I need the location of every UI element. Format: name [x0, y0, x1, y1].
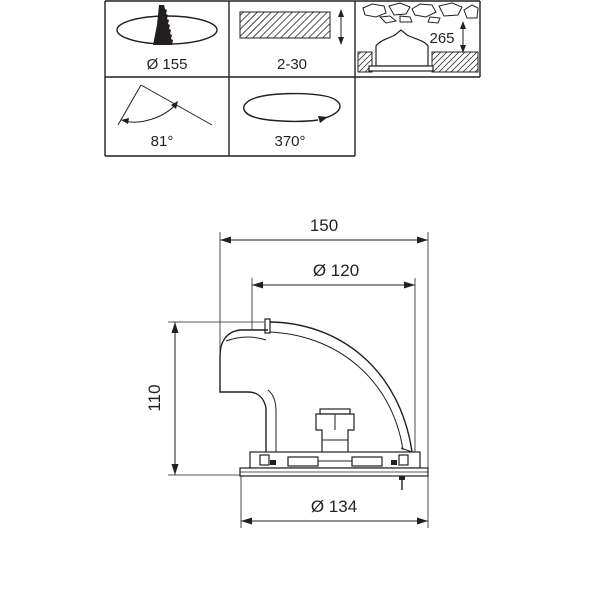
thickness-arrow-head-bottom: [338, 37, 344, 45]
tilt-arrow-head-right: [171, 101, 178, 109]
depth-arrow-head-top: [460, 21, 466, 29]
tilt-arrow-head-left: [121, 118, 129, 124]
hatch-line: [450, 51, 472, 73]
hatch-line: [357, 51, 368, 62]
housing-base: [249, 451, 421, 469]
recess-depth-cell: 265: [357, 2, 479, 73]
extension-lines: [168, 232, 429, 528]
flange: [239, 467, 429, 477]
tilt-angle-cell: 81°: [117, 84, 213, 150]
hatch-line: [329, 37, 331, 39]
hatch-line: [308, 16, 331, 39]
hatch-line: [431, 51, 436, 56]
ceiling-thickness-cell: 2-30: [239, 9, 344, 73]
hatch-line: [280, 11, 307, 39]
depth-arrow-head-bottom: [460, 45, 466, 53]
hatch-line: [245, 11, 272, 39]
rotation-angle-label: 370°: [274, 133, 305, 150]
recessed-luminaire-body: [375, 29, 429, 67]
hatch-line: [315, 23, 331, 39]
height-label: 110: [145, 384, 164, 411]
ceiling-right: [431, 51, 479, 73]
hood-outer-arc: [267, 321, 413, 453]
hatch-line: [259, 11, 286, 39]
tilt-arc: [123, 103, 177, 123]
hatch-line: [444, 51, 466, 73]
recessed-luminaire-flange: [368, 65, 434, 72]
hatch-line: [357, 52, 373, 68]
hood-clip: [264, 318, 271, 334]
hood-head: [219, 329, 268, 456]
lamp-socket: [315, 408, 355, 455]
hatch-line: [468, 62, 479, 73]
ceiling-thickness-icon: [239, 9, 344, 45]
recess-depth-icon: [357, 2, 479, 73]
hatch-line: [357, 51, 362, 56]
cutout-cell: Ø 155: [116, 5, 218, 73]
slab-hatching: [239, 11, 331, 39]
recess-depth-label: 265: [429, 30, 454, 47]
hatch-line: [438, 51, 460, 73]
luminaire-side-view: [219, 318, 429, 490]
rotation-arc: [243, 92, 341, 123]
hatch-line: [239, 11, 265, 37]
hatch-line: [431, 51, 442, 62]
hatch-line: [431, 51, 448, 68]
hatch-line: [239, 11, 251, 23]
hatch-line: [301, 11, 328, 39]
flange-diameter-dimension: Ø 134: [241, 497, 428, 525]
hatch-line: [358, 58, 373, 73]
rotation-icon: [243, 92, 341, 123]
hatch-line: [239, 11, 244, 16]
plenum-rubble: [362, 2, 479, 24]
hood-head-rim: [225, 336, 267, 342]
flange-diameter-label: Ø 134: [311, 497, 357, 516]
overall-width-dimension: 150: [220, 216, 428, 244]
hatch-line: [287, 11, 314, 39]
hatch-line: [462, 56, 479, 73]
overall-width-label: 150: [310, 216, 338, 235]
thickness-arrow-head-top: [338, 9, 344, 17]
hatch-line: [294, 11, 321, 39]
ceiling-hatching: [357, 51, 479, 73]
reflector-diameter-dimension: Ø 120: [252, 261, 415, 289]
ceiling-thickness-label: 2-30: [277, 56, 307, 73]
reflector-diameter-label: Ø 120: [313, 261, 359, 280]
hatch-line: [266, 11, 293, 39]
hatch-line: [239, 11, 258, 30]
hatch-line: [273, 11, 300, 39]
cutout-diameter-label: Ø 155: [147, 56, 188, 73]
height-dimension: 110: [145, 322, 179, 475]
tilt-angle-icon: [117, 84, 213, 126]
hood-neck: [267, 389, 277, 456]
spring-pin: [399, 476, 405, 490]
rotation-cell: 370°: [243, 92, 341, 150]
hatch-line: [322, 30, 331, 39]
hatch-line: [474, 68, 479, 73]
spec-table: [104, 0, 481, 157]
tilt-line-left: [117, 84, 142, 126]
saw-cutout-icon: [116, 5, 218, 45]
saw-blade: [153, 5, 173, 45]
tilt-angle-label: 81°: [151, 133, 174, 150]
hatch-line: [456, 51, 478, 73]
hatch-line: [252, 11, 279, 39]
rotation-arrow-head: [318, 116, 328, 123]
hood-inner-arc: [267, 331, 404, 451]
hatch-line: [432, 51, 454, 73]
